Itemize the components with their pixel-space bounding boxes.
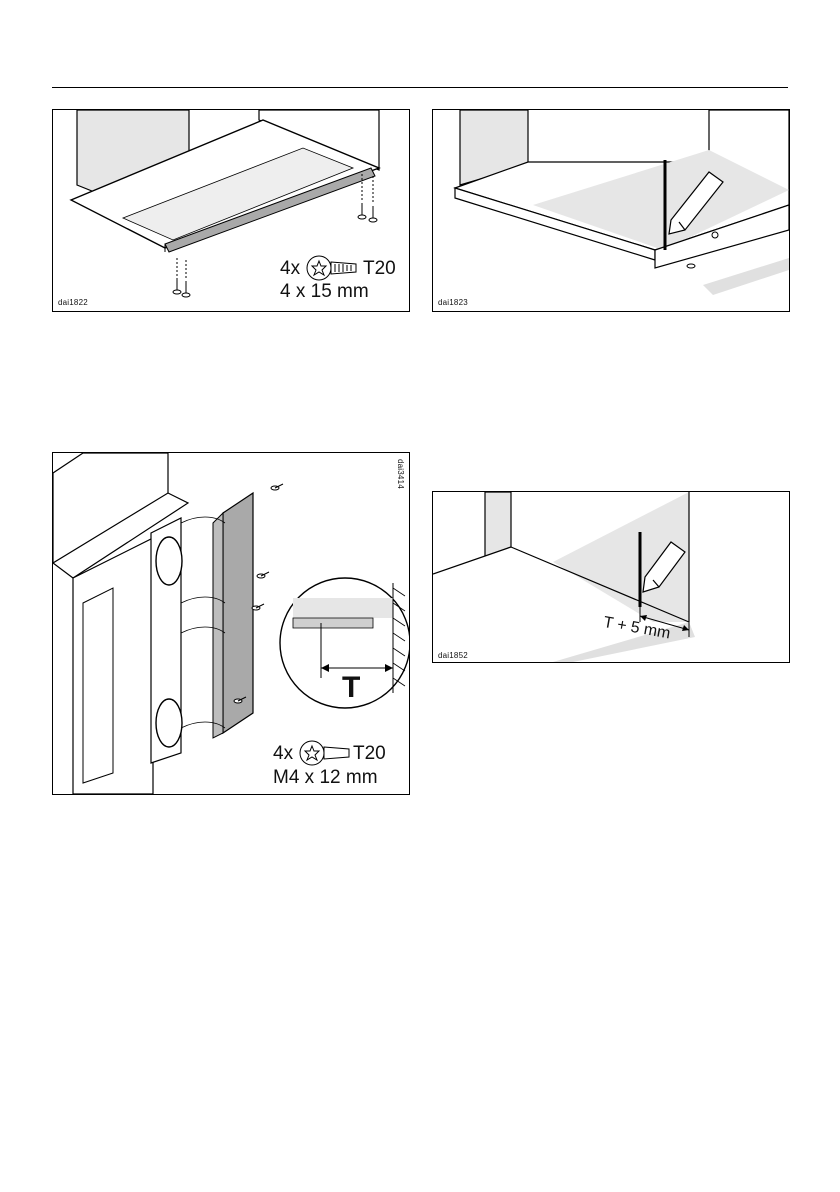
screw-quantity: 4x: [280, 258, 300, 280]
figure-2: dai1823: [432, 109, 790, 312]
torx-screw-icon: [307, 256, 356, 280]
header-rule: [52, 87, 788, 88]
screw-quantity: 4x: [273, 743, 293, 765]
figure-code: dai1823: [438, 298, 468, 307]
figure-code: dai1852: [438, 651, 468, 660]
screw-bit: T20: [363, 258, 396, 280]
figure-4: T + 5 mm dai1852: [432, 491, 790, 663]
figure-code: dai1822: [58, 298, 88, 307]
torx-screw-icon: [300, 741, 349, 765]
cabinet-offset-illustration: [433, 492, 789, 662]
cabinet-marking-illustration: [433, 110, 789, 311]
screw-bit: T20: [353, 743, 386, 765]
screw-size: M4 x 12 mm: [273, 767, 378, 789]
figure-3: T 4x T20 M4 x 12 mm dai3414: [52, 452, 410, 795]
dimension-label: T: [342, 671, 360, 705]
figure-1: 4x T20 4 x 15 mm dai1822: [52, 109, 410, 312]
screw-size: 4 x 15 mm: [280, 281, 369, 303]
figure-code: dai3414: [396, 459, 405, 489]
